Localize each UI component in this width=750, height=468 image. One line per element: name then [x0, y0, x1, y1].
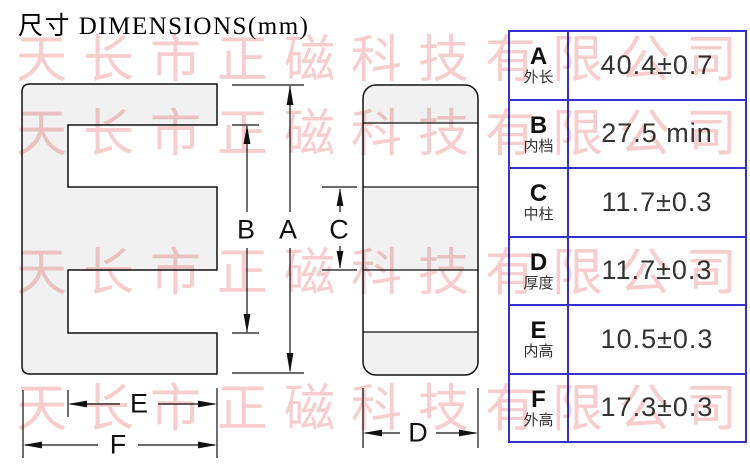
dim-label-c: C: [326, 215, 352, 245]
table-row-c: C 中柱 11.7±0.3: [510, 167, 745, 236]
dimension-line-b: [232, 124, 259, 334]
row-e-label-cell: E 内高: [510, 306, 569, 373]
dim-letter: E: [530, 317, 547, 345]
e-core-front-view: [21, 83, 218, 375]
dimension-line-e: [67, 388, 218, 458]
page-title: 尺寸 DIMENSIONS(mm): [18, 13, 310, 40]
dim-name-cn: 中柱: [523, 206, 554, 224]
dim-value: 11.7±0.3: [601, 255, 713, 286]
dim-value: 27.5 min: [601, 118, 713, 149]
dim-letter: D: [529, 248, 548, 276]
dim-letter: A: [529, 43, 548, 71]
dim-name-cn: 外长: [523, 69, 554, 87]
row-d-label-cell: D 厚度: [510, 237, 569, 304]
dim-label-f: F: [106, 430, 130, 460]
table-row-b: B 内档 27.5 min: [510, 98, 745, 167]
e-core-side-view: [362, 84, 479, 376]
table-row-d: D 厚度 11.7±0.3: [510, 235, 745, 304]
dim-value: 11.7±0.3: [601, 186, 713, 217]
table-row-f: F 外高 17.3±0.3: [510, 372, 745, 441]
row-c-label-cell: C 中柱: [510, 169, 569, 236]
dimensions-table: A 外长 40.4±0.7 B 内档 27.5 min C 中柱 11.7±0.…: [508, 30, 747, 443]
dimension-line-f: [22, 390, 217, 458]
dim-letter: F: [531, 385, 546, 413]
row-a-label-cell: A 外长: [510, 32, 569, 99]
row-f-label-cell: F 外高: [510, 374, 569, 441]
dim-value: 40.4±0.7: [600, 49, 714, 80]
dim-label-b: B: [233, 215, 259, 245]
table-row-a: A 外长 40.4±0.7: [510, 32, 745, 99]
dim-label-e: E: [126, 389, 152, 419]
dim-value: 10.5±0.3: [600, 323, 714, 354]
dim-name-cn: 外高: [523, 411, 554, 429]
dimension-line-c: [322, 186, 357, 271]
dim-name-cn: 厚度: [523, 274, 554, 292]
dim-value: 17.3±0.3: [600, 392, 714, 423]
dim-letter: B: [529, 111, 548, 139]
dim-name-cn: 内高: [523, 343, 554, 361]
row-b-label-cell: B 内档: [510, 100, 569, 167]
dim-label-a: A: [275, 215, 301, 245]
dim-letter: C: [529, 180, 548, 208]
dimension-line-d: [362, 388, 479, 448]
dim-name-cn: 内档: [523, 137, 554, 155]
dim-label-d: D: [405, 418, 431, 448]
table-row-e: E 内高 10.5±0.3: [510, 304, 745, 373]
dimension-line-a: [232, 84, 304, 374]
